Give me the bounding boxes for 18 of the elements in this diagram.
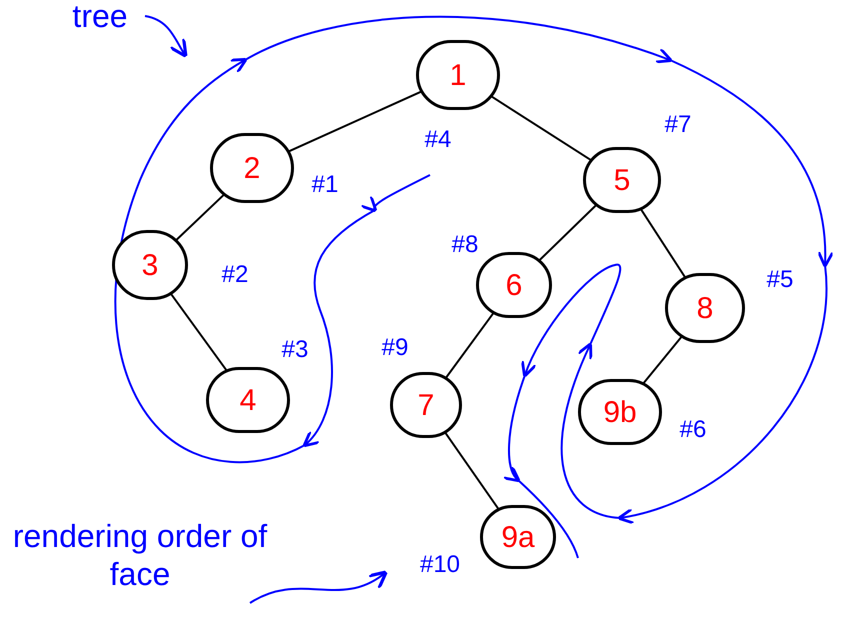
arrow xyxy=(250,570,388,604)
tree-edge xyxy=(176,194,225,241)
tree-edge xyxy=(445,312,494,378)
order-number: #10 xyxy=(418,553,462,577)
annotation-text: tree xyxy=(55,0,145,32)
order-number: #4 xyxy=(424,128,452,152)
tree-edge xyxy=(490,95,592,161)
tree-edge xyxy=(288,90,422,152)
order-number: #2 xyxy=(220,263,250,287)
tree-edge xyxy=(538,204,598,262)
order-number: #9 xyxy=(380,336,410,360)
order-number: #3 xyxy=(280,338,310,362)
order-number: #1 xyxy=(310,173,340,197)
order-number: #7 xyxy=(664,113,692,137)
arrow xyxy=(144,15,188,58)
annotation-text: rendering order of face xyxy=(10,507,270,603)
order-number: #5 xyxy=(766,268,794,292)
order-number: #6 xyxy=(678,418,708,442)
